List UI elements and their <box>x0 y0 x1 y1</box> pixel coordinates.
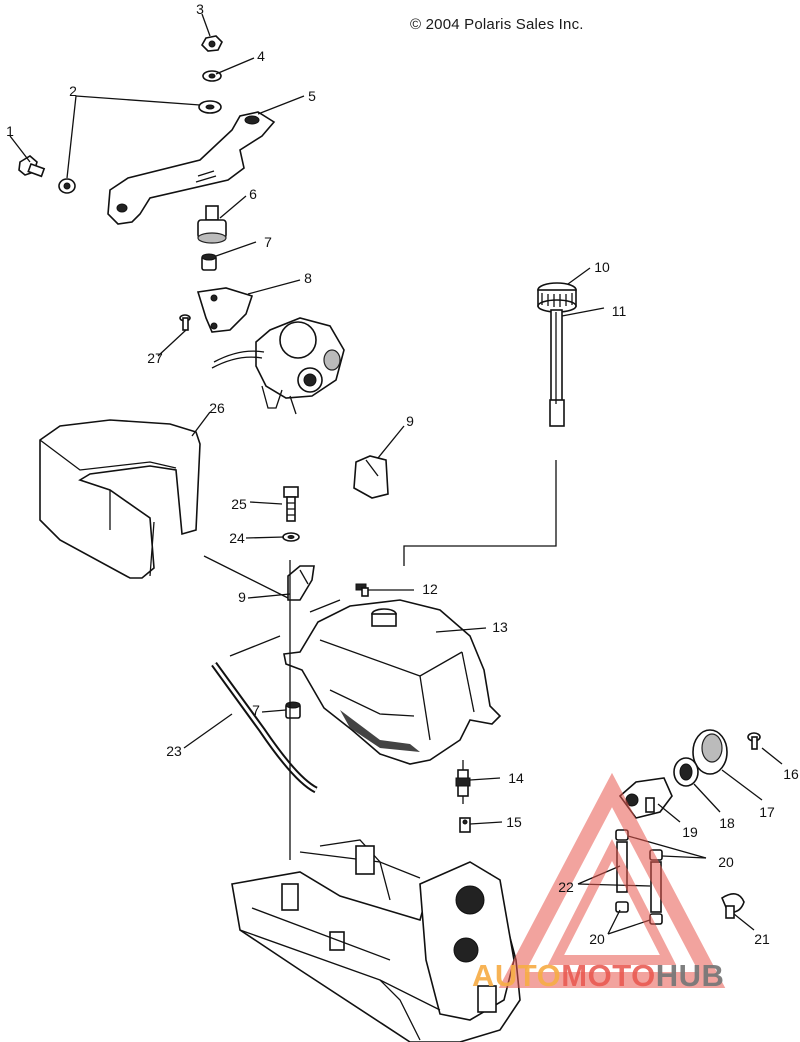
part-7-bushing-lower <box>285 701 301 719</box>
part-19-filter <box>618 777 673 819</box>
callout-4: 4 <box>257 48 265 64</box>
frame-structure <box>231 839 521 1042</box>
part-3-nut <box>201 35 223 52</box>
callout-18: 18 <box>719 815 735 831</box>
callout-19: 19 <box>682 824 698 840</box>
callout-7-lower: 7 <box>252 702 260 718</box>
part-17-cover <box>692 729 728 775</box>
part-7-bushing-upper <box>201 253 217 271</box>
part-8-plate <box>196 287 254 333</box>
callout-1: 1 <box>6 123 14 139</box>
part-24-washer <box>282 532 300 542</box>
callout-2: 2 <box>69 83 77 99</box>
part-9-clip-lower <box>287 565 315 601</box>
watermark-moto: MOTO <box>561 958 656 993</box>
copyright-notice: © 2004 Polaris Sales Inc. <box>410 16 584 33</box>
callout-22: 22 <box>558 879 574 895</box>
callout-7-upper: 7 <box>264 234 272 250</box>
carburetor-assembly <box>211 317 345 415</box>
part-25-bolt <box>283 486 299 522</box>
part-1-bolt <box>18 155 46 178</box>
callout-25: 25 <box>231 496 247 512</box>
callout-9-lower: 9 <box>238 589 246 605</box>
part-23-hose <box>211 661 318 794</box>
watermark-logo-triangle <box>498 772 726 988</box>
callout-26: 26 <box>209 400 225 416</box>
watermark-text: AUTOMOTOHUB <box>472 960 724 991</box>
part-14-valve <box>455 760 471 804</box>
callout-13: 13 <box>492 619 508 635</box>
part-15-fitting <box>459 817 471 833</box>
callout-27: 27 <box>147 350 163 366</box>
part-21-clip <box>720 893 745 919</box>
callout-20-upper: 20 <box>718 854 734 870</box>
callout-20-lower: 20 <box>589 931 605 947</box>
watermark-hub: HUB <box>655 958 725 993</box>
part-20-bushing-c <box>615 901 629 913</box>
callout-14: 14 <box>508 770 524 786</box>
part-10-cap <box>537 282 577 313</box>
part-11-dipstick <box>549 309 565 427</box>
callout-11: 11 <box>611 303 627 319</box>
callout-16: 16 <box>783 766 799 782</box>
part-9-clip-upper <box>353 455 389 499</box>
callout-8: 8 <box>304 270 312 286</box>
callout-10: 10 <box>594 259 610 275</box>
callout-21: 21 <box>754 931 770 947</box>
callout-5: 5 <box>308 88 316 104</box>
callout-3: 3 <box>196 1 204 17</box>
part-6-rubber-mount <box>197 205 227 244</box>
part-2-washer-left <box>58 178 76 194</box>
callout-15: 15 <box>506 814 522 830</box>
part-16-screw <box>747 732 761 750</box>
part-26-foam-pad <box>39 419 201 579</box>
part-5-bracket <box>107 111 276 225</box>
callout-23: 23 <box>166 743 182 759</box>
part-27-screw <box>179 314 191 331</box>
callout-12: 12 <box>422 581 438 597</box>
part-2-washer-top <box>198 100 222 114</box>
callout-17: 17 <box>759 804 775 820</box>
callout-24: 24 <box>229 530 245 546</box>
callout-6: 6 <box>249 186 257 202</box>
watermark-auto: AUTO <box>472 958 562 993</box>
callout-9-upper: 9 <box>406 413 414 429</box>
part-12-fitting <box>355 583 369 597</box>
part-13-fuel-tank <box>283 599 502 765</box>
part-18-gasket <box>673 757 699 787</box>
